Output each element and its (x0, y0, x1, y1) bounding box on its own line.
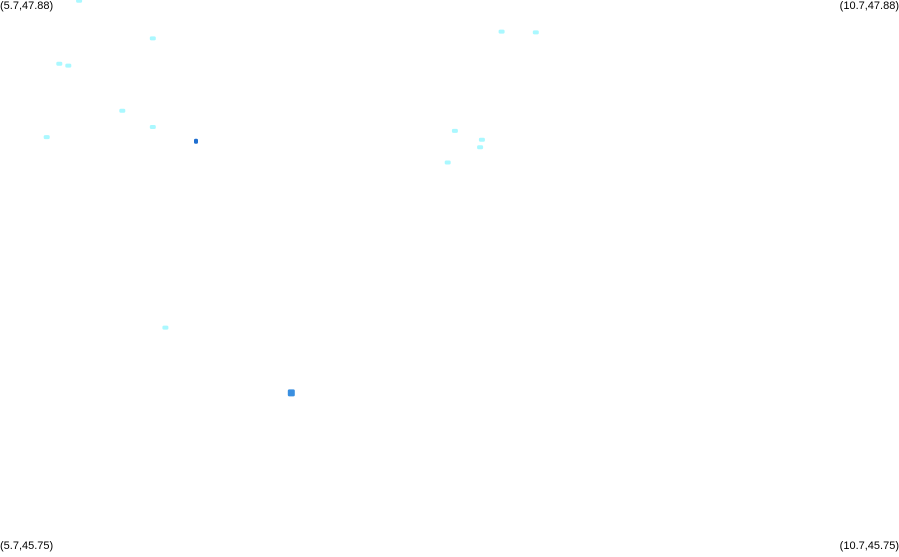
map-feature-light (43, 135, 50, 140)
map-feature-light (498, 29, 505, 34)
map-feature-light (149, 125, 156, 129)
map-feature-dark (194, 138, 198, 144)
map-feature-light (477, 145, 484, 150)
corner-label-top-left: (5.7,47.88) (0, 0, 54, 12)
map-feature-mid (287, 389, 295, 397)
map-feature-light (451, 128, 458, 133)
map-feature-light (149, 36, 156, 41)
map-feature-light (76, 0, 83, 3)
map-feature-light (532, 30, 539, 35)
corner-label-top-right: (10.7,47.88) (839, 0, 899, 12)
map-feature-light (119, 108, 126, 113)
map-feature-light (478, 137, 485, 142)
map-feature-light (162, 325, 169, 330)
corner-label-bottom-left: (5.7,45.75) (0, 540, 54, 552)
map-feature-light (444, 160, 451, 165)
corner-label-bottom-right: (10.7,45.75) (839, 540, 899, 552)
map-feature-light (65, 63, 72, 68)
map-feature-light (56, 61, 63, 66)
